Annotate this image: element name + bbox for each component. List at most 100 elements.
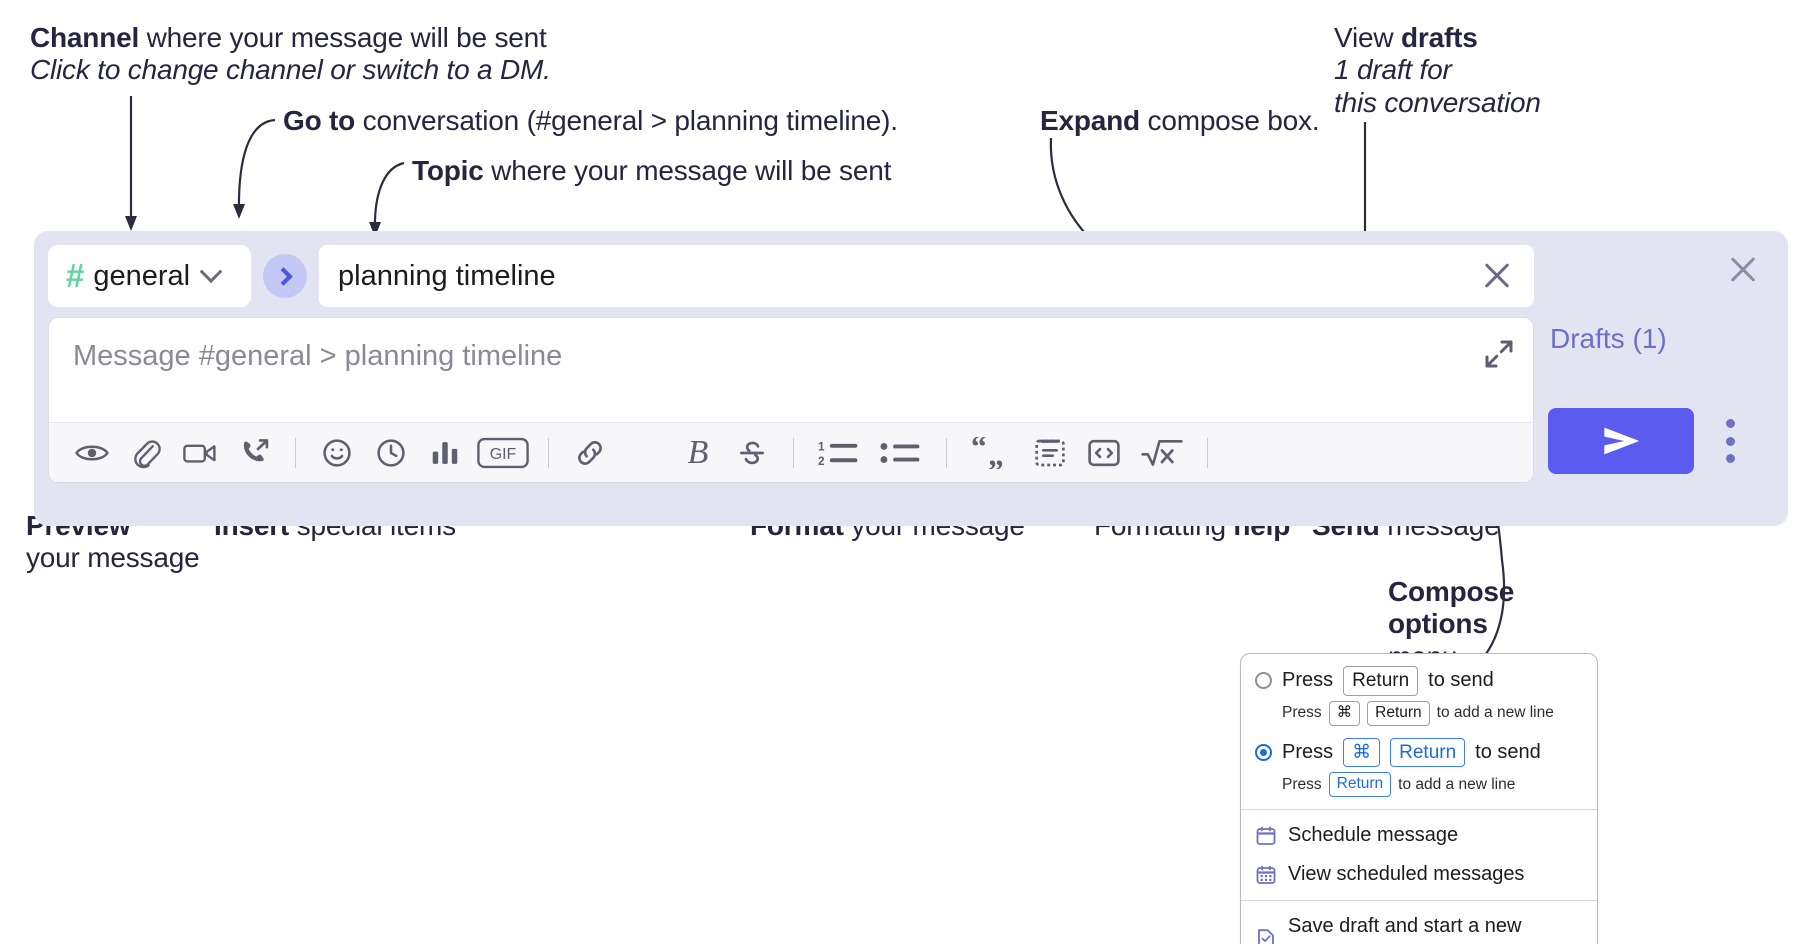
key-command: ⌘	[1328, 700, 1361, 726]
kebab-dot	[1725, 419, 1735, 428]
send-shortcut-options: Press Return to send Press ⌘ Return to a…	[1241, 654, 1597, 809]
code-button[interactable]	[1077, 431, 1131, 475]
calendar-icon	[1255, 825, 1277, 847]
sub-press: Press	[1282, 704, 1322, 722]
menu-item-schedule-message[interactable]: Schedule message	[1241, 816, 1597, 855]
annotation-drafts-bold: drafts	[1400, 22, 1478, 53]
annotation-compose-options-l1: Compose	[1388, 576, 1515, 607]
annotation-compose-options-l2: options	[1388, 608, 1488, 640]
toolbar-divider	[946, 437, 947, 468]
hash-icon: #	[66, 256, 85, 294]
schedule-group: Schedule message View scheduled messages	[1241, 810, 1597, 900]
reminder-button[interactable]	[364, 431, 418, 475]
gif-label: GIF	[490, 445, 517, 462]
send-button[interactable]	[1548, 408, 1694, 474]
annotation-topic-rest: where your message will be sent	[483, 155, 892, 186]
goto-conversation-button[interactable]	[263, 254, 307, 298]
leader-goto	[237, 118, 276, 214]
menu-item-label: Schedule message	[1288, 824, 1459, 847]
svg-text:1: 1	[818, 439, 825, 453]
radio-icon[interactable]	[1255, 672, 1272, 690]
italic-button[interactable]: B	[671, 431, 725, 475]
annotation-preview-line2: your message	[26, 542, 200, 574]
annotation-drafts: View drafts 1 draft for this conversatio…	[1334, 22, 1541, 119]
calendar-grid-icon	[1255, 864, 1277, 886]
key-return: Return	[1367, 700, 1430, 726]
chevron-down-icon	[199, 260, 223, 284]
annotation-channel-rest: where your message will be sent	[139, 22, 547, 53]
message-input[interactable]: Message #general > planning timeline	[49, 318, 1533, 422]
compose-options-button[interactable]	[1718, 415, 1742, 467]
sub-hint-return-newline: Press Return to add a new line	[1241, 769, 1597, 801]
preview-button[interactable]	[65, 431, 119, 475]
topic-input[interactable]: planning timeline	[319, 245, 1534, 307]
drafts-link[interactable]: Drafts (1)	[1550, 323, 1667, 354]
menu-item-save-draft[interactable]: Save draft and start a new message	[1241, 907, 1597, 944]
formatting-toolbar: GIF	[49, 422, 1533, 482]
compose-main-column: # general planning timeline Message #gen…	[48, 244, 1534, 483]
key-return: Return	[1343, 666, 1419, 696]
annotation-drafts-sub2: this conversation	[1334, 86, 1541, 118]
sub-hint-cmd-return-newline: Press ⌘ Return to add a new line	[1241, 698, 1597, 730]
annotation-channel: Channel where your message will be sent …	[30, 22, 551, 87]
annotation-channel-sub: Click to change channel or switch to a D…	[30, 54, 551, 86]
radio-option-return-to-send[interactable]: Press Return to send	[1241, 664, 1597, 698]
equation-button[interactable]	[1131, 431, 1193, 475]
toolbar-divider	[1207, 437, 1208, 468]
document-check-icon	[1255, 927, 1277, 944]
bulleted-list-button[interactable]	[870, 431, 932, 475]
toolbar-divider	[295, 437, 296, 468]
send-paper-plane-icon	[1604, 427, 1640, 455]
menu-item-label: View scheduled messages	[1288, 863, 1525, 886]
poll-button[interactable]	[418, 431, 472, 475]
blockquote-button[interactable]: “ „	[961, 431, 1023, 475]
gif-button[interactable]: GIF	[472, 431, 534, 475]
key-return: Return	[1328, 772, 1392, 798]
radio-label-press: Press	[1282, 740, 1334, 763]
svg-text:2: 2	[818, 453, 825, 467]
annotation-drafts-rest: View	[1334, 22, 1401, 53]
formatting-help-button[interactable]	[1222, 431, 1276, 475]
expand-diagonal-icon[interactable]	[1481, 336, 1517, 372]
menu-item-view-scheduled-messages[interactable]: View scheduled messages	[1241, 855, 1597, 894]
annotation-expand-rest: compose box.	[1139, 105, 1320, 136]
radio-option-cmd-return-to-send[interactable]: Press ⌘ Return to send	[1241, 736, 1597, 770]
close-icon[interactable]	[1480, 259, 1514, 293]
audio-clip-button[interactable]	[227, 431, 281, 475]
code-block-button[interactable]	[1023, 431, 1077, 475]
italic-icon: B	[687, 433, 709, 471]
channel-picker[interactable]: # general	[48, 245, 251, 307]
toolbar-divider	[548, 437, 549, 468]
video-clip-button[interactable]	[173, 431, 227, 475]
close-icon[interactable]	[1726, 253, 1760, 287]
svg-text:„: „	[988, 437, 1004, 469]
ordered-list-button[interactable]: 1 2	[808, 431, 870, 475]
compose-panel: # general planning timeline Message #gen…	[34, 231, 1788, 526]
annotation-goto-bold: Go to	[283, 105, 356, 136]
annotation-topic-bold: Topic	[412, 155, 484, 186]
bold-button[interactable]	[617, 431, 671, 475]
sub-press: Press	[1282, 775, 1322, 793]
strikethrough-button[interactable]	[725, 431, 779, 475]
key-command: ⌘	[1343, 737, 1381, 768]
radio-label-tail: to send	[1475, 740, 1541, 763]
toolbar-divider	[793, 437, 794, 468]
annotation-goto: Go to conversation (#general > planning …	[283, 105, 898, 137]
radio-icon-selected[interactable]	[1255, 743, 1272, 761]
annotation-topic: Topic where your message will be sent	[412, 155, 891, 187]
link-button[interactable]	[563, 431, 617, 475]
menu-item-label: Save draft and start a new message	[1288, 915, 1522, 944]
radio-label-tail: to send	[1428, 669, 1494, 692]
menu-divider	[1241, 900, 1597, 902]
leader-topic	[373, 161, 405, 232]
sub-tail: to add a new line	[1436, 704, 1554, 722]
annotation-drafts-sub1: 1 draft for	[1334, 54, 1452, 86]
emoji-button[interactable]	[310, 431, 364, 475]
svg-text:“: “	[971, 437, 987, 464]
menu-divider	[1241, 809, 1597, 811]
key-return: Return	[1390, 737, 1466, 768]
message-placeholder: Message #general > planning timeline	[73, 340, 563, 372]
attach-button[interactable]	[119, 431, 173, 475]
annotation-expand: Expand compose box.	[1040, 105, 1320, 137]
